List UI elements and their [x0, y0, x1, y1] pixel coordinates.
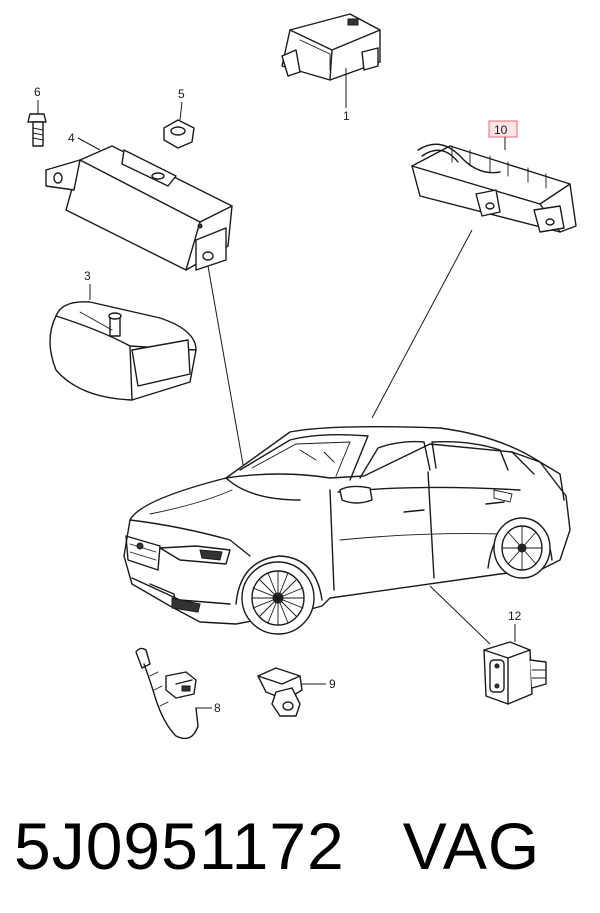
callout-8-label: 8: [214, 701, 221, 715]
part-number: 5J0951172: [14, 809, 345, 883]
callout-12-label: 12: [508, 609, 522, 623]
part-5-nut: 5: [163, 87, 195, 149]
callout-1-label: 1: [343, 109, 350, 123]
callout-5-label: 5: [178, 87, 185, 101]
callout-10-label: 10: [494, 123, 508, 137]
caption-spacer: [345, 809, 403, 883]
callout-4-label: 4: [68, 131, 75, 145]
part-4-module: 4: [45, 131, 233, 271]
leader-lines: [207, 229, 491, 645]
callout-10-highlight: [488, 120, 518, 138]
part-9-sensor: 9: [257, 667, 336, 717]
callout-3-label: 3: [84, 269, 91, 283]
callout-9-label: 9: [329, 677, 336, 691]
car-illustration: [123, 425, 571, 635]
part-10-bracket: 10: [411, 120, 577, 233]
part-6-bolt: 6: [27, 85, 47, 147]
part-caption: 5J0951172 VAG: [14, 796, 594, 896]
brand-name: VAG: [402, 809, 541, 883]
part-12-switch: 12: [483, 609, 547, 705]
callout-6-label: 6: [34, 85, 41, 99]
part-1-control-module: 1: [281, 13, 381, 123]
part-8-sensor-cable: 8: [135, 647, 221, 740]
part-3-sensor-housing: 3: [49, 269, 197, 401]
